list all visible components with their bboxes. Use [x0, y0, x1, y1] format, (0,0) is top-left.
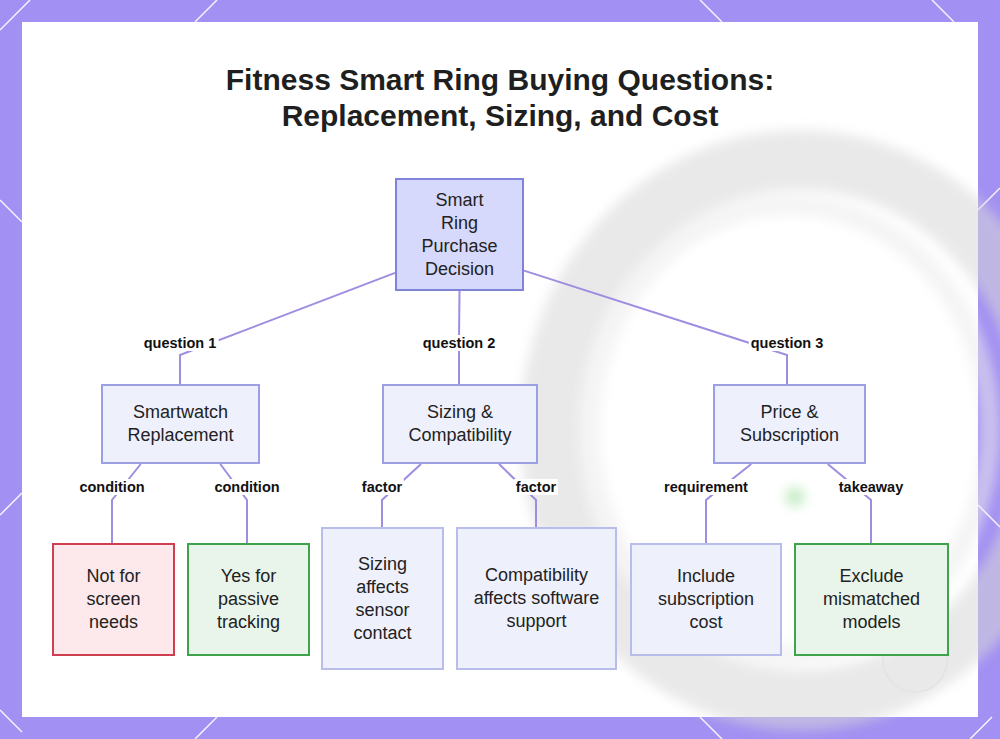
tree-connector	[180, 273, 395, 384]
node-text: Not for screen needs	[66, 565, 161, 634]
node-text: Yes for passive tracking	[201, 565, 296, 634]
edge-label: takeaway	[837, 479, 906, 495]
question-box: Sizing & Compatibility	[382, 384, 538, 464]
node-text: Price & Subscription	[725, 401, 855, 447]
tree-connector	[112, 464, 141, 543]
node-text: Include subscription cost	[649, 565, 764, 634]
diagram-title: Fitness Smart Ring Buying Questions: Rep…	[200, 62, 800, 134]
edge-label: factor	[514, 479, 558, 495]
question-box: Price & Subscription	[713, 384, 866, 464]
edge-label: condition	[212, 479, 281, 495]
node-text: Smartwatch Replacement	[116, 401, 246, 447]
factor-box: Sizing affects sensor contact	[321, 527, 444, 670]
tree-connector	[220, 464, 247, 543]
edge-label: requirement	[662, 479, 750, 495]
node-text: Compatibility affects software support	[472, 564, 602, 633]
root-box: Smart Ring Purchase Decision	[395, 178, 524, 291]
result-box: Yes for passive tracking	[187, 543, 310, 656]
tree-connector	[706, 464, 751, 543]
warning-box: Not for screen needs	[52, 543, 175, 656]
question-box: Smartwatch Replacement	[101, 384, 260, 464]
result-box: Exclude mismatched models	[794, 543, 949, 656]
edge-label: question 1	[142, 335, 219, 351]
tree-connector	[828, 464, 871, 543]
tree-connector	[524, 271, 787, 384]
requirement-box: Include subscription cost	[630, 543, 782, 656]
edge-label: question 2	[421, 335, 498, 351]
node-text: Sizing affects sensor contact	[335, 553, 430, 645]
node-text: Sizing & Compatibility	[395, 401, 525, 447]
ring-illustration	[550, 160, 1000, 700]
edge-label: factor	[360, 479, 404, 495]
tree-connector	[382, 464, 421, 527]
edge-label: condition	[77, 479, 146, 495]
edge-label: question 3	[749, 335, 826, 351]
node-text: Exclude mismatched models	[814, 565, 929, 634]
factor-box: Compatibility affects software support	[456, 527, 617, 670]
tree-connector	[499, 464, 536, 527]
node-text: Smart Ring Purchase Decision	[415, 189, 505, 281]
